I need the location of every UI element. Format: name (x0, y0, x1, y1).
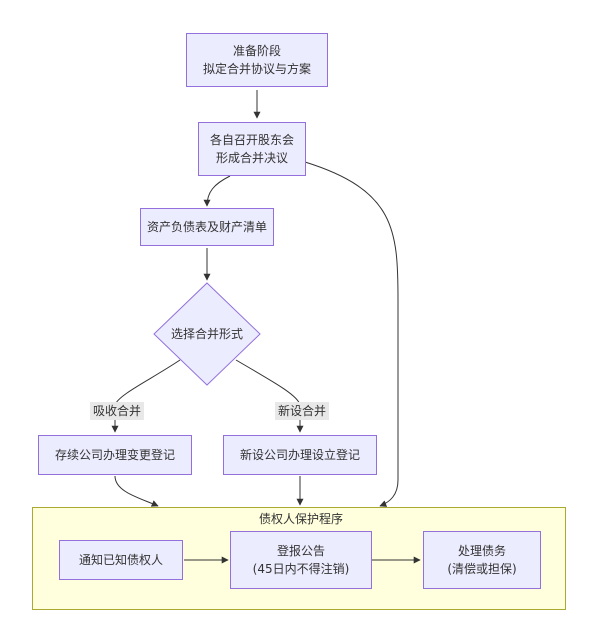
choose-diamond-shape (153, 282, 261, 386)
cluster-title: 债权人保护程序 (259, 512, 344, 526)
node-announce[interactable]: 登报公告 (45日内不得注销) (230, 531, 372, 589)
edge-meeting-balance (203, 175, 231, 207)
node-newco-label: 新设公司办理设立登记 (239, 448, 360, 462)
node-newco[interactable]: 新设公司办理设立登记 (223, 435, 377, 475)
node-announce-line1: 登报公告 (276, 544, 325, 558)
node-meeting[interactable]: 各自召开股东会 形成合并决议 (198, 122, 306, 176)
node-notify[interactable]: 通知已知债权人 (59, 540, 183, 580)
node-announce-line2: (45日内不得注销) (252, 562, 350, 576)
node-prepare-line1: 准备阶段 (232, 44, 281, 58)
edge-label-new-merge: 新设合并 (275, 402, 330, 420)
node-choose-label[interactable]: 选择合并形式 (170, 327, 243, 341)
node-meeting-line1: 各自召开股东会 (209, 133, 294, 147)
node-balance[interactable]: 资产负债表及财产清单 (140, 208, 274, 246)
edge-survive-cluster (114, 475, 159, 507)
node-survive[interactable]: 存续公司办理变更登记 (38, 435, 192, 475)
node-handle-line1: 处理债务 (457, 544, 506, 558)
node-prepare[interactable]: 准备阶段 拟定合并协议与方案 (186, 33, 328, 87)
node-handle[interactable]: 处理债务 (清偿或担保) (423, 531, 541, 589)
node-prepare-line2: 拟定合并协议与方案 (202, 62, 311, 76)
edge-meeting-cluster (304, 161, 399, 507)
edge-choose-newco (235, 359, 304, 433)
node-survive-label: 存续公司办理变更登记 (54, 448, 175, 462)
node-handle-line2: (清偿或担保) (447, 562, 517, 576)
node-notify-label: 通知已知债权人 (78, 553, 163, 567)
edge-label-absorb: 吸收合并 (90, 402, 145, 420)
node-balance-label: 资产负债表及财产清单 (146, 220, 267, 234)
node-meeting-line2: 形成合并决议 (215, 151, 288, 165)
edge-choose-survive (111, 359, 181, 433)
